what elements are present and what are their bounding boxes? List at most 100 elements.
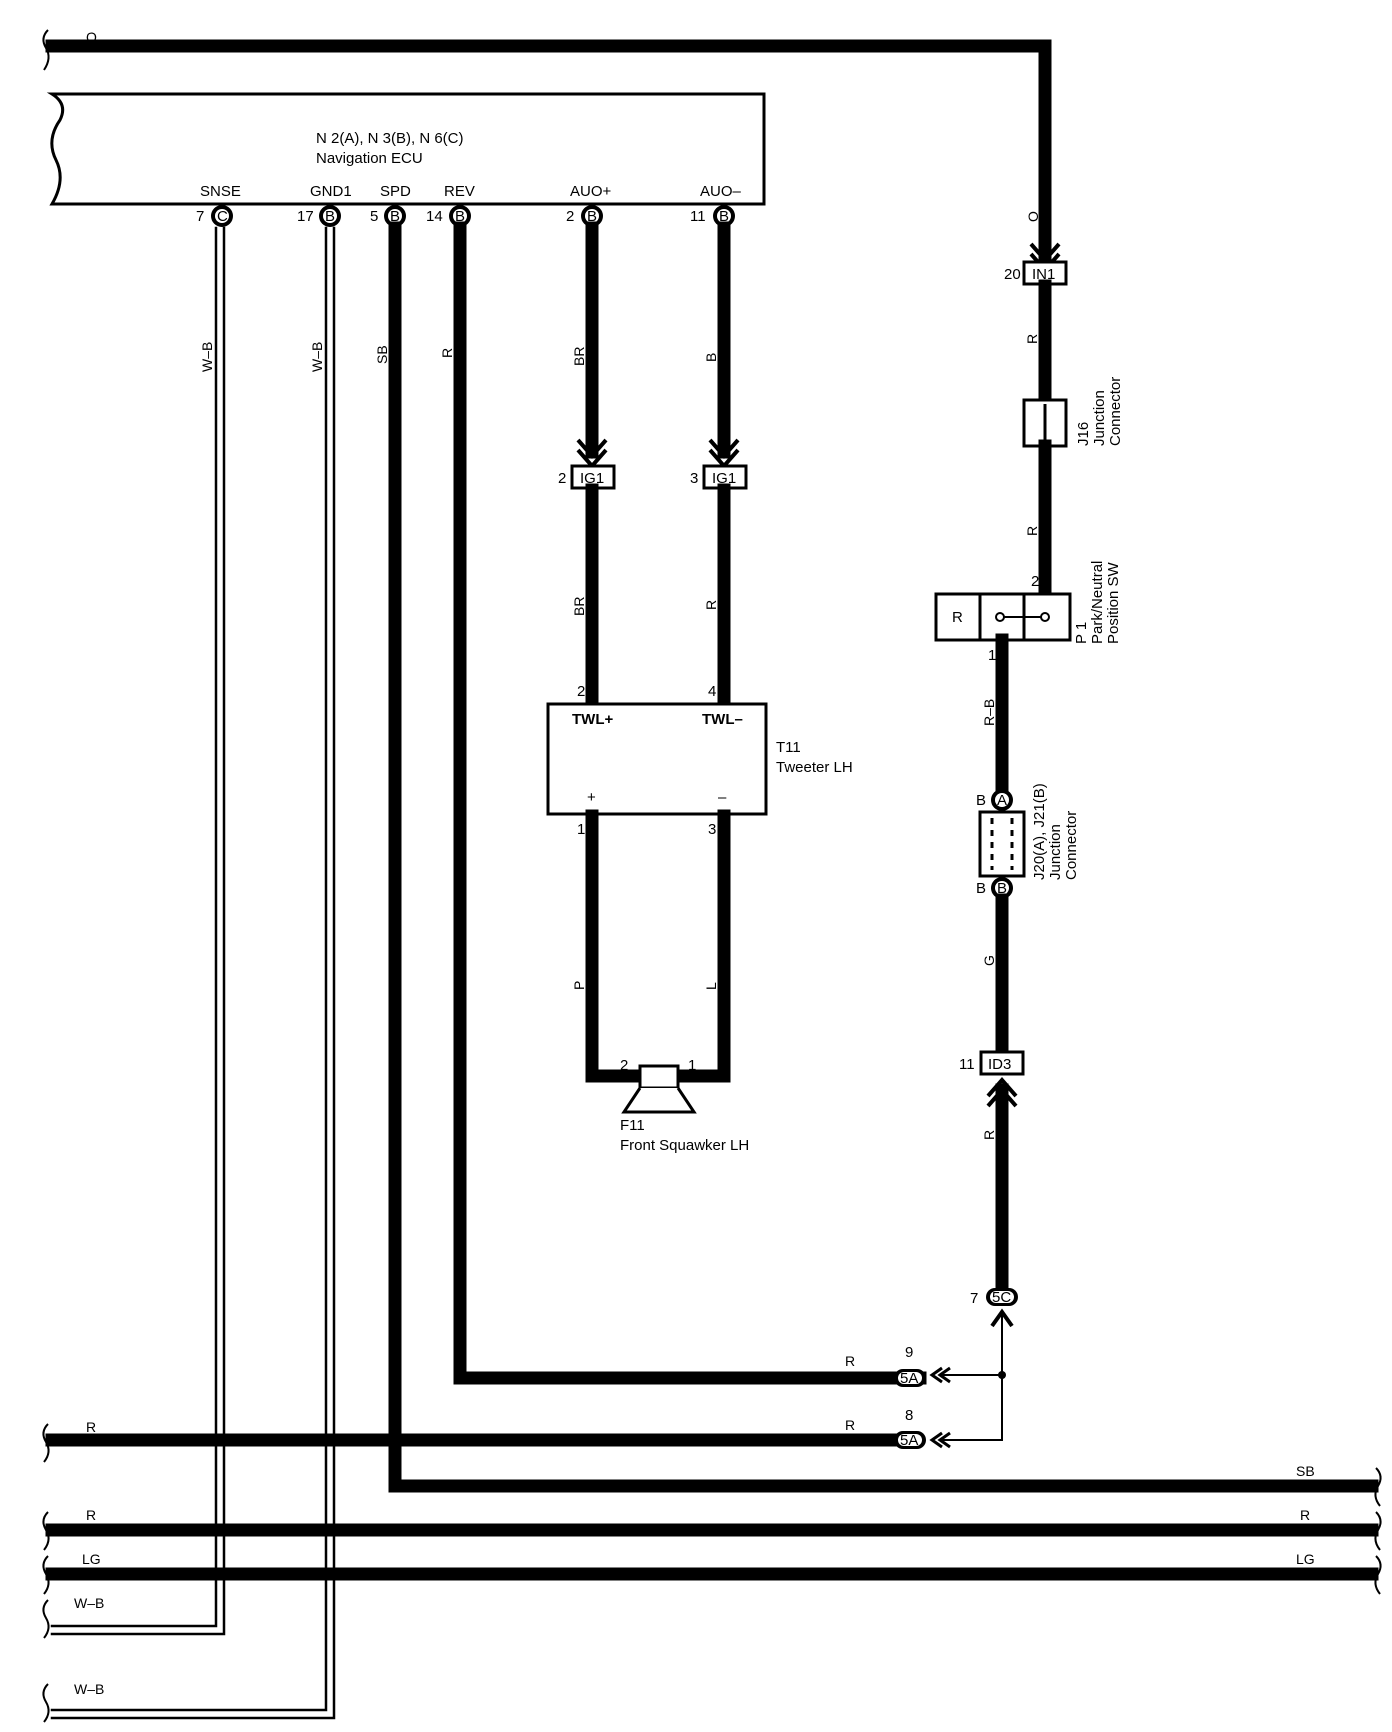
splice-to-5a	[929, 1312, 1006, 1449]
wire-label-5a-8: R	[845, 1417, 855, 1433]
j20-top-conn: A	[997, 792, 1007, 809]
wire-bus-sb: SB	[1296, 1463, 1382, 1507]
c5c-pin: 7	[970, 1290, 978, 1307]
ecu-terminal-auo-plus: AUO+	[570, 183, 612, 200]
c5a-8-pin: 8	[905, 1407, 913, 1424]
connector-ig1-left: IG1 2	[558, 464, 616, 490]
wire-label-5a-9: R	[845, 1353, 855, 1369]
ecu-terminal-auo-minus: AUO–	[700, 183, 742, 200]
pin-conn-spd: B	[390, 208, 400, 225]
p1-pin-top: 2	[1031, 573, 1039, 590]
c5c-label: 5C	[992, 1289, 1011, 1306]
squawker-pin-right: 1	[688, 1057, 696, 1074]
connector-in1: IN1 20	[1004, 260, 1068, 286]
tweeter-pin-left: 2	[577, 683, 585, 700]
splice-point	[998, 1371, 1006, 1379]
ig1-right-label: IG1	[712, 470, 736, 487]
speaker-icon	[638, 1064, 680, 1090]
wire-id3-out: R	[981, 1083, 1009, 1299]
pin-conn-auo-minus: B	[719, 208, 729, 225]
wire-in1-out: R	[1024, 279, 1052, 407]
p1-line2: Park/Neutral	[1089, 561, 1106, 644]
j16-line3: Connector	[1107, 377, 1124, 446]
wire-rev: R	[439, 221, 927, 1385]
wire-label-gnd1: W–B	[309, 342, 325, 372]
wire-bus-lg: LG LG	[42, 1551, 1382, 1595]
wire-bus-wb1: W–B	[42, 1595, 104, 1639]
connector-5c: 5C 7	[970, 1288, 1018, 1328]
wire-gnd1: W–B	[50, 226, 336, 1720]
wire-squawker-left: P	[571, 809, 647, 1083]
pin-conn-snse: C	[217, 208, 228, 225]
wire-label-spd: SB	[374, 345, 390, 364]
wire-label-bus-sb: SB	[1296, 1463, 1315, 1479]
ig1-left-label: IG1	[580, 470, 604, 487]
j20-bottom-pin: B	[976, 880, 986, 897]
pin-conn-gnd1: B	[325, 208, 335, 225]
wire-p1-out: R–B	[981, 633, 1009, 797]
switch-contact-icon	[995, 612, 1005, 622]
pin-num-snse: 7	[196, 208, 204, 225]
squawker-pin-left: 2	[620, 1057, 628, 1074]
wire-label-auo-minus: B	[703, 353, 719, 362]
wire-label-bus-r1: R	[86, 1419, 96, 1435]
pin-num-gnd1: 17	[297, 208, 314, 225]
p1-line3: Position SW	[1105, 561, 1122, 644]
p1-contact: R	[952, 609, 963, 626]
wire-spd: SB	[374, 221, 1379, 1493]
wire-label-top: O	[86, 29, 97, 45]
squawker-name: Front Squawker LH	[620, 1137, 749, 1154]
p1-id: P 1	[1073, 622, 1090, 644]
pin-num-rev: 14	[426, 208, 443, 225]
j20-line2: Junction	[1047, 824, 1064, 880]
wire-label-bus-r2-left: R	[86, 1507, 96, 1523]
wire-label-squawker-left: P	[571, 981, 587, 990]
wire-top-o: O	[42, 29, 1052, 262]
wire-auo-minus: B	[703, 221, 740, 470]
wire-label-rev: R	[439, 348, 455, 358]
tweeter-pin-right: 4	[708, 683, 716, 700]
tweeter-id: T11	[776, 739, 801, 756]
j16-line2: Junction	[1091, 390, 1108, 446]
pin-num-auo-minus: 11	[690, 208, 706, 225]
j20-line3: Connector	[1063, 811, 1080, 880]
ecu-title-line2: Navigation ECU	[316, 150, 423, 167]
c5a-9-pin: 9	[905, 1344, 913, 1361]
ig1-right-pin: 3	[690, 470, 698, 487]
wire-label-ig1-right-out: R	[703, 600, 719, 610]
wire-label-bus-r2-right: R	[1300, 1507, 1310, 1523]
c5a-9-label: 5A	[900, 1370, 918, 1387]
wire-label-bus-wb2: W–B	[74, 1681, 104, 1697]
navigation-ecu: N 2(A), N 3(B), N 6(C) Navigation ECU SN…	[46, 92, 766, 206]
pin-conn-rev: B	[455, 208, 465, 225]
ecu-title-line1: N 2(A), N 3(B), N 6(C)	[316, 130, 464, 147]
wire-label-j20-out: G	[981, 955, 997, 966]
wire-label-squawker-right: L	[703, 982, 719, 990]
wire-ig1-right-out: R	[703, 483, 731, 709]
j20-id: J20(A), J21(B)	[1031, 783, 1048, 880]
wire-squawker-right: L	[673, 809, 731, 1083]
connector-ig1-right: IG1 3	[690, 464, 748, 490]
ecu-terminal-gnd1: GND1	[310, 183, 352, 200]
wire-label-p1-out: R–B	[981, 699, 997, 726]
in1-label: IN1	[1032, 266, 1055, 283]
j20-top-pin: B	[976, 792, 986, 809]
tweeter-term-right: TWL–	[702, 711, 743, 728]
ig1-left-pin: 2	[558, 470, 566, 487]
wire-label-bus-wb1: W–B	[74, 1595, 104, 1611]
tweeter-minus: –	[718, 789, 727, 806]
p1-pin-bottom: 1	[988, 647, 996, 664]
pin-conn-auo-plus: B	[587, 208, 597, 225]
j20-bottom-conn: B	[997, 880, 1007, 897]
tweeter-term-left: TWL+	[572, 711, 613, 728]
squawker-id: F11	[620, 1117, 645, 1134]
wire-label-j16-out: R	[1024, 526, 1040, 536]
id3-label: ID3	[988, 1056, 1011, 1073]
wire-snse: W–B	[50, 226, 226, 1636]
tweeter-name: Tweeter LH	[776, 759, 853, 776]
wire-label-id3-out: R	[981, 1130, 997, 1140]
wire-label-in1-out: R	[1024, 334, 1040, 344]
tweeter-plus: +	[587, 789, 596, 806]
junction-connector-j20-j21: A B B B J20(A), J21(B) Junction Connecto…	[976, 783, 1080, 899]
